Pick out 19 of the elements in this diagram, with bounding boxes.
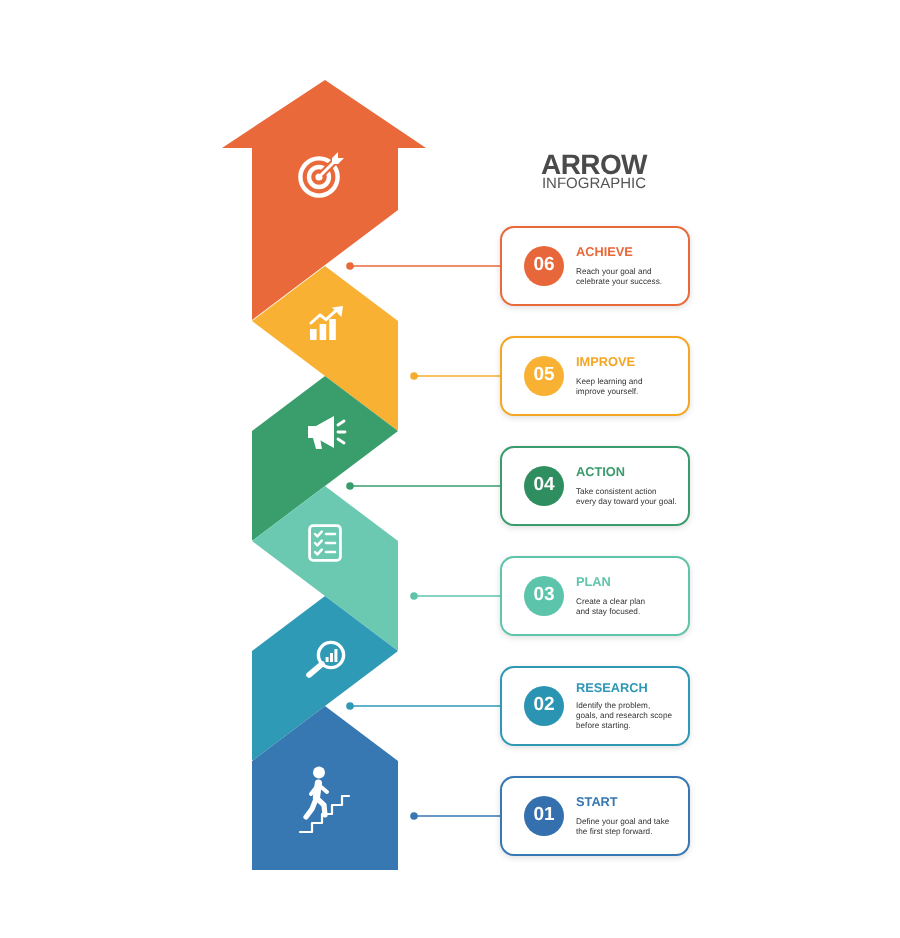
title-text: ARROW [541, 150, 647, 178]
number-circle: 06 [524, 246, 564, 286]
number-circle: 01 [524, 796, 564, 836]
step-card [500, 226, 690, 306]
step-card [500, 336, 690, 416]
step-card [500, 446, 690, 526]
number-circle: 04 [524, 466, 564, 506]
connector-line [346, 702, 501, 710]
step-card [500, 666, 690, 746]
step-card [500, 776, 690, 856]
connector-line [410, 812, 501, 820]
number-circle: 03 [524, 576, 564, 616]
connector-line [346, 262, 501, 270]
connector-line [410, 372, 501, 380]
connector-line [346, 482, 501, 490]
step-card [500, 556, 690, 636]
number-circle: 02 [524, 686, 564, 726]
connector-line [410, 592, 501, 600]
number-circle: 05 [524, 356, 564, 396]
